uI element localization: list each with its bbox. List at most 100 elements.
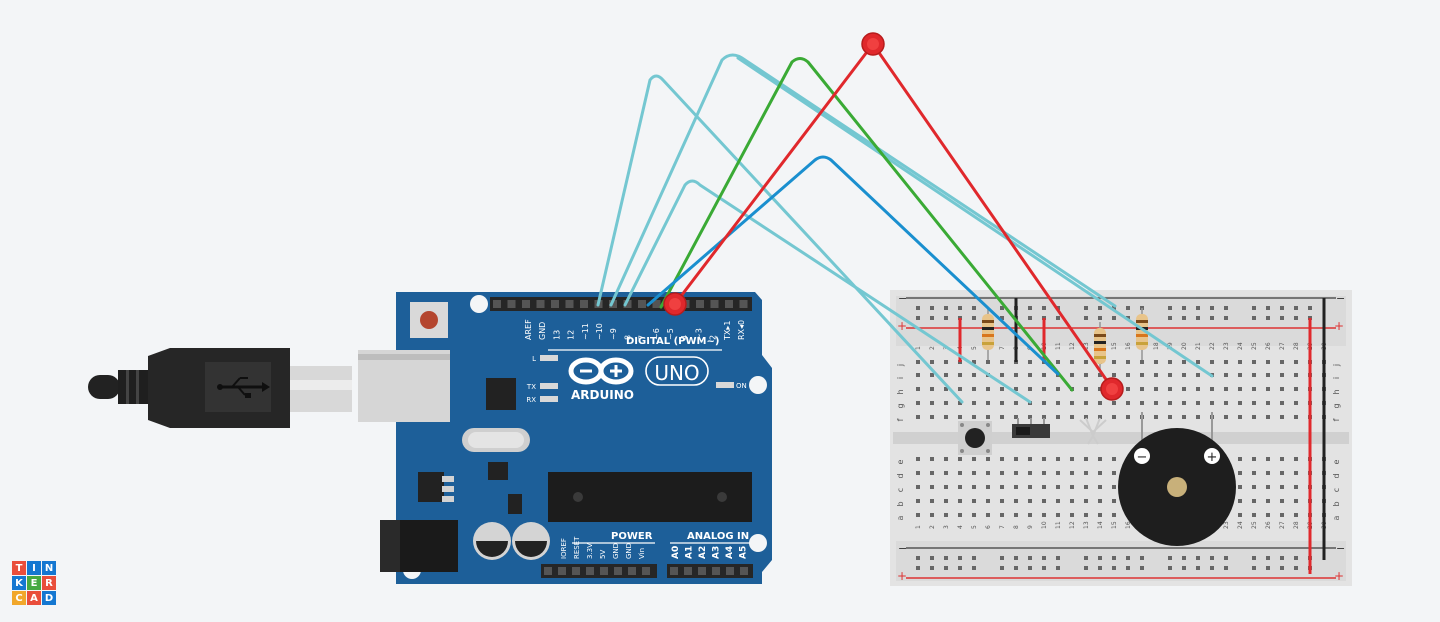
header-hole[interactable]	[565, 300, 574, 308]
bb-hole[interactable]	[986, 415, 990, 419]
bb-rail-hole[interactable]	[1098, 306, 1102, 310]
bb-hole[interactable]	[1028, 457, 1032, 461]
bb-hole[interactable]	[1000, 499, 1004, 503]
header-hole[interactable]	[684, 567, 692, 575]
bb-hole[interactable]	[1196, 373, 1200, 377]
bb-hole[interactable]	[1266, 513, 1270, 517]
bb-hole[interactable]	[1140, 387, 1144, 391]
bb-rail-hole[interactable]	[1252, 556, 1256, 560]
bb-rail-hole[interactable]	[958, 566, 962, 570]
bb-hole[interactable]	[930, 471, 934, 475]
bb-hole[interactable]	[1000, 485, 1004, 489]
bb-hole[interactable]	[972, 360, 976, 364]
bb-hole[interactable]	[1070, 513, 1074, 517]
bb-hole[interactable]	[1294, 485, 1298, 489]
bb-hole[interactable]	[930, 485, 934, 489]
bb-hole[interactable]	[916, 415, 920, 419]
header-hole[interactable]	[600, 567, 608, 575]
bb-hole[interactable]	[1084, 513, 1088, 517]
bb-hole[interactable]	[930, 415, 934, 419]
bb-rail-hole[interactable]	[1112, 566, 1116, 570]
bb-rail-hole[interactable]	[1210, 306, 1214, 310]
bb-hole[interactable]	[1014, 415, 1018, 419]
bb-hole[interactable]	[1224, 387, 1228, 391]
bb-hole[interactable]	[1098, 499, 1102, 503]
bb-rail-hole[interactable]	[972, 566, 976, 570]
bb-rail-hole[interactable]	[1084, 556, 1088, 560]
bb-rail-hole[interactable]	[1042, 566, 1046, 570]
bb-rail-hole[interactable]	[1196, 306, 1200, 310]
bb-rail-hole[interactable]	[1252, 316, 1256, 320]
bb-hole[interactable]	[1126, 401, 1130, 405]
bb-hole[interactable]	[916, 513, 920, 517]
bb-hole[interactable]	[1182, 387, 1186, 391]
bb-hole[interactable]	[1196, 401, 1200, 405]
bb-hole[interactable]	[930, 457, 934, 461]
bb-hole[interactable]	[930, 387, 934, 391]
bb-rail-hole[interactable]	[916, 556, 920, 560]
bb-hole[interactable]	[1238, 513, 1242, 517]
header-hole[interactable]	[642, 567, 650, 575]
bb-rail-hole[interactable]	[916, 306, 920, 310]
bb-hole[interactable]	[1280, 471, 1284, 475]
bb-hole[interactable]	[1098, 457, 1102, 461]
bb-rail-hole[interactable]	[1042, 306, 1046, 310]
bb-rail-hole[interactable]	[1280, 306, 1284, 310]
bb-rail-hole[interactable]	[1210, 556, 1214, 560]
bb-hole[interactable]	[1154, 373, 1158, 377]
bb-hole[interactable]	[1294, 471, 1298, 475]
bb-hole[interactable]	[972, 485, 976, 489]
bb-rail-hole[interactable]	[1210, 566, 1214, 570]
bb-hole[interactable]	[1196, 387, 1200, 391]
bb-hole[interactable]	[1168, 401, 1172, 405]
bb-hole[interactable]	[1280, 415, 1284, 419]
bb-hole[interactable]	[1294, 415, 1298, 419]
bb-rail-hole[interactable]	[1266, 556, 1270, 560]
bb-hole[interactable]	[930, 360, 934, 364]
bb-hole[interactable]	[1182, 373, 1186, 377]
bb-hole[interactable]	[1294, 513, 1298, 517]
bb-rail-hole[interactable]	[1182, 556, 1186, 560]
bb-hole[interactable]	[958, 387, 962, 391]
bb-hole[interactable]	[1280, 485, 1284, 489]
bb-rail-hole[interactable]	[1140, 566, 1144, 570]
bb-hole[interactable]	[972, 457, 976, 461]
bb-hole[interactable]	[1084, 499, 1088, 503]
bb-hole[interactable]	[1000, 387, 1004, 391]
bb-hole[interactable]	[1252, 457, 1256, 461]
bb-rail-hole[interactable]	[1168, 306, 1172, 310]
bb-hole[interactable]	[1238, 373, 1242, 377]
bb-rail-hole[interactable]	[1056, 556, 1060, 560]
bb-hole[interactable]	[1000, 401, 1004, 405]
bb-rail-hole[interactable]	[930, 316, 934, 320]
bb-hole[interactable]	[1028, 499, 1032, 503]
bb-hole[interactable]	[986, 457, 990, 461]
bb-hole[interactable]	[986, 360, 990, 364]
header-hole[interactable]	[670, 567, 678, 575]
header-hole[interactable]	[544, 567, 552, 575]
bb-rail-hole[interactable]	[1196, 566, 1200, 570]
bb-hole[interactable]	[1154, 360, 1158, 364]
bb-rail-hole[interactable]	[1210, 316, 1214, 320]
bb-rail-hole[interactable]	[1294, 316, 1298, 320]
bb-hole[interactable]	[1028, 373, 1032, 377]
bb-rail-hole[interactable]	[1112, 306, 1116, 310]
bb-hole[interactable]	[1000, 457, 1004, 461]
bb-hole[interactable]	[1084, 415, 1088, 419]
bb-hole[interactable]	[1098, 373, 1102, 377]
bb-hole[interactable]	[1294, 499, 1298, 503]
bb-hole[interactable]	[1294, 401, 1298, 405]
bb-hole[interactable]	[1056, 415, 1060, 419]
bb-rail-hole[interactable]	[1028, 306, 1032, 310]
bb-hole[interactable]	[1252, 485, 1256, 489]
bb-rail-hole[interactable]	[1224, 556, 1228, 560]
bb-rail-hole[interactable]	[1224, 306, 1228, 310]
bb-hole[interactable]	[1252, 415, 1256, 419]
bb-hole[interactable]	[1280, 360, 1284, 364]
bb-hole[interactable]	[1168, 415, 1172, 419]
bb-hole[interactable]	[1224, 415, 1228, 419]
bb-hole[interactable]	[1084, 360, 1088, 364]
bb-hole[interactable]	[1056, 360, 1060, 364]
bb-hole[interactable]	[1182, 401, 1186, 405]
